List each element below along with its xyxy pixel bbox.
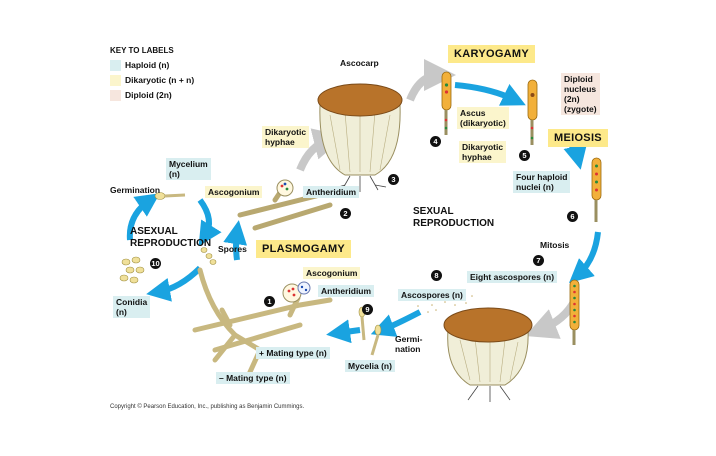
- mycelia-label: Mycelia (n): [345, 360, 395, 372]
- step-3: 3: [388, 174, 399, 185]
- conidia-cluster: [119, 256, 145, 284]
- conidia-label: Conidia (n): [113, 296, 151, 318]
- arrow-plasmogamy-up: [223, 220, 248, 261]
- ascocarp-label: Ascocarp: [340, 58, 379, 68]
- four-haploid-nuclei-label: Four haploid nuclei (n): [513, 171, 571, 193]
- key-diploid: Diploid (2n): [110, 90, 172, 103]
- step-6: 6: [567, 211, 578, 222]
- ascocarp-bottom: [417, 293, 533, 402]
- hyphae-network: [192, 267, 333, 375]
- ascus-label: Ascus (dikaryotic): [457, 107, 509, 129]
- plasmogamy-label: PLASMOGAMY: [256, 240, 352, 258]
- key-haploid: Haploid (n): [110, 60, 169, 73]
- dikaryotic-swatch: [110, 75, 121, 87]
- sexual-reproduction-label: SEXUAL REPRODUCTION: [413, 206, 495, 229]
- diploid-swatch: [110, 90, 121, 102]
- ascogonium-bottom-label: Ascogonium: [303, 267, 361, 279]
- ascogonium-top-art: [276, 179, 294, 197]
- karyogamy-label: KARYOGAMY: [448, 45, 536, 63]
- gray-arrow-ascocarp-to-ascus: [406, 59, 456, 102]
- mitosis-label: Mitosis: [540, 240, 570, 250]
- ascogonium-bottom-art: [282, 281, 311, 303]
- key-dikaryotic: Dikaryotic (n + n): [110, 75, 194, 88]
- germination-right-label: Germi- nation: [395, 334, 423, 354]
- mycelium-label: Mycelium (n): [166, 158, 211, 180]
- step-9: 9: [362, 304, 373, 315]
- minus-mating-type-label: – Mating type (n): [216, 372, 290, 384]
- haploid-swatch: [110, 60, 121, 72]
- step-8: 8: [431, 270, 442, 281]
- arrow-mycelia-to-hyphae: [326, 319, 361, 344]
- antheridium-top-label: Antheridium: [303, 186, 360, 198]
- ascocarp-top: [317, 83, 403, 192]
- diploid-nucleus-label: Diploid nucleus (2n) (zygote): [561, 73, 600, 115]
- spores-label: Spores: [218, 244, 247, 254]
- arrow-mitosis: [569, 231, 601, 283]
- ascogonium-top-label: Ascogonium: [205, 186, 263, 198]
- spore-chain: [200, 247, 217, 265]
- arrow-germination: [370, 309, 422, 337]
- dikaryotic-hyphae-label-1: Dikaryotic hyphae: [262, 126, 310, 148]
- mycelium-germling: [154, 192, 186, 200]
- plus-mating-type-label: + Mating type (n): [256, 347, 330, 359]
- step-2: 2: [340, 208, 351, 219]
- step-1: 1: [264, 296, 275, 307]
- step-4: 4: [430, 136, 441, 147]
- arrow-conidia-up: [126, 193, 160, 241]
- ascospores-label: Ascospores (n): [398, 289, 466, 301]
- step-5: 5: [519, 150, 530, 161]
- antheridium-bottom-label: Antheridium: [318, 285, 375, 297]
- arrow-asexual-down: [197, 198, 222, 247]
- copyright-notice: Copyright © Pearson Education, Inc., pub…: [110, 404, 305, 410]
- arrow-to-meiosis: [454, 82, 526, 106]
- step-10: 10: [150, 258, 161, 269]
- asexual-reproduction-label: ASEXUAL REPRODUCTION: [130, 226, 212, 249]
- key-title: KEY TO LABELS: [110, 46, 174, 55]
- dikaryotic-hyphae-label-2: Dikaryotic hyphae: [459, 141, 507, 163]
- germination-left-label: Germination: [110, 185, 161, 195]
- arrow-spores-to-conidia: [146, 265, 203, 302]
- asci: [441, 71, 602, 345]
- eight-ascospores-label: Eight ascospores (n): [467, 271, 558, 283]
- meiosis-label: MEIOSIS: [548, 129, 608, 147]
- step-7: 7: [533, 255, 544, 266]
